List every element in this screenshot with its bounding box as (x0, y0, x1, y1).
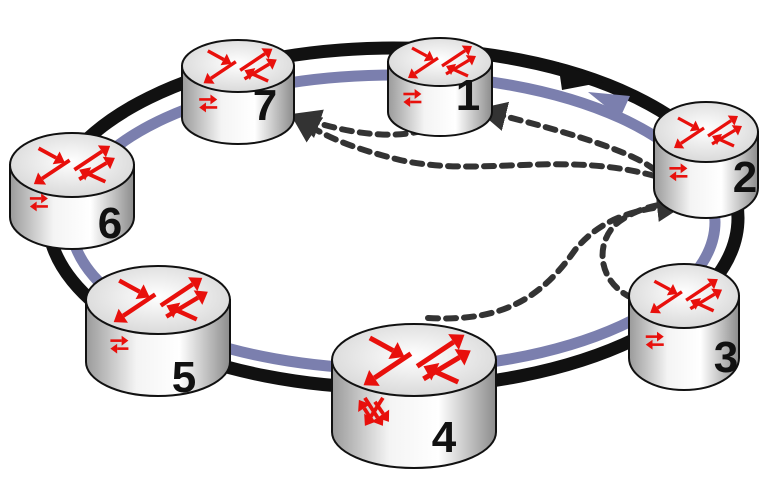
bidirectional-arrow-icon (199, 94, 218, 113)
router-node-6: 6 (9, 132, 135, 250)
router-arrows-icon (408, 45, 476, 79)
node-label-7: 7 (253, 81, 277, 130)
dashed-path-2-to-7 (290, 113, 658, 179)
router-node-5: 5 (85, 265, 231, 402)
node-label-2: 2 (733, 153, 757, 202)
router-arrows-icon (650, 278, 723, 314)
cross-connect-arrows-icon (358, 396, 390, 426)
bidirectional-arrow-icon (29, 193, 48, 212)
router-top-4 (331, 323, 497, 397)
router-node-7: 7 (181, 39, 295, 145)
node-label-6: 6 (98, 199, 122, 248)
router-arrows-icon (203, 48, 277, 84)
bidirectional-arrow-icon (645, 331, 664, 350)
router-node-1: 1 (387, 37, 493, 137)
bidirectional-arrow-icon (110, 335, 129, 354)
outer-ring-direction-arrow (558, 62, 604, 90)
router-node-3: 3 (628, 263, 740, 391)
bidirectional-arrow-icon (403, 89, 422, 107)
router-node-2: 2 (653, 101, 759, 219)
nodes-group: 1 2 3 4 5 6 7 (9, 37, 759, 469)
dashed-paths-group (290, 101, 690, 322)
node-label-3: 3 (714, 333, 738, 382)
inner-ring-direction-arrow (588, 92, 630, 118)
node-label-1: 1 (456, 71, 480, 120)
node-label-4: 4 (432, 413, 457, 462)
bidirectional-arrow-icon (669, 163, 688, 182)
dashed-path-2-to-1 (476, 101, 658, 173)
router-arrows-icon (113, 277, 208, 323)
router-node-4: 4 (331, 323, 497, 469)
node-label-5: 5 (172, 353, 196, 402)
router-top-3 (628, 263, 740, 329)
router-top-5 (85, 265, 231, 335)
router-top-6 (9, 132, 135, 198)
dashed-path-3-to-2 (599, 189, 690, 301)
router-arrows-icon (33, 145, 115, 185)
router-arrows-icon (363, 334, 471, 386)
router-arrows-icon (674, 115, 742, 149)
